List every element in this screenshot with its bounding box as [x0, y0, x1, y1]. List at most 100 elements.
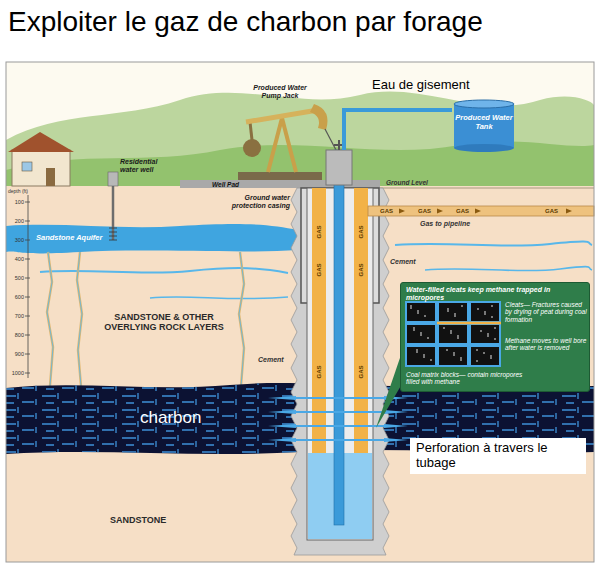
depth-axis-part	[25, 202, 30, 373]
micropore	[454, 315, 456, 317]
pump-jack-part	[268, 118, 282, 172]
fracture	[47, 252, 244, 386]
axis-number: 1000	[4, 370, 24, 376]
fracture-part	[239, 252, 244, 386]
micropore	[484, 311, 486, 313]
cleat-water	[405, 301, 501, 367]
micropore	[460, 359, 462, 361]
axis-number: 200	[4, 218, 24, 224]
coal-block	[439, 303, 467, 321]
coal-block	[471, 303, 499, 321]
callout-note: Methane moves to well bore after water i…	[505, 337, 587, 352]
micropore	[417, 312, 419, 314]
fracture-part	[47, 252, 53, 386]
title: Exploiter le gaz de charbon par forage	[8, 6, 483, 38]
hills	[6, 92, 594, 186]
micropore	[453, 354, 455, 356]
gas-pipe-part	[566, 209, 572, 214]
fracture-part	[239, 252, 244, 386]
pump-jack-part	[325, 129, 336, 150]
ground-line	[380, 188, 594, 189]
well-part	[312, 188, 326, 453]
micropore	[423, 354, 425, 356]
micropore	[450, 330, 452, 332]
micropore	[476, 349, 478, 351]
axis-number: 800	[4, 332, 24, 338]
micropore	[494, 327, 496, 329]
residential-well-part	[109, 228, 117, 240]
coal-block	[407, 303, 435, 321]
layer-label: charbon	[140, 408, 201, 428]
axis-number: 900	[4, 351, 24, 357]
house-part	[12, 150, 70, 186]
axis-number: 700	[4, 313, 24, 319]
hills-part	[6, 141, 594, 186]
pump-jack-part	[246, 110, 318, 122]
micropore	[494, 338, 496, 340]
aquifer-part	[6, 224, 298, 253]
axis-title: depth (ft)	[8, 189, 28, 195]
micropore	[460, 357, 462, 359]
coal-block	[471, 325, 499, 343]
water-pipe	[344, 110, 452, 150]
flow-label: Gas to pipeline	[420, 220, 470, 228]
micropore	[491, 305, 493, 307]
callout-note: Coal matrix blocks— contain micropores f…	[406, 371, 526, 386]
well-part	[334, 150, 344, 525]
micropore	[447, 308, 449, 310]
aquifer-part	[395, 242, 592, 246]
callout-pointer	[376, 352, 402, 428]
flow-label: GAS	[456, 208, 469, 215]
gas-pipe-part	[437, 209, 443, 214]
axis-number: 600	[4, 294, 24, 300]
micropore	[490, 357, 492, 359]
pump-jack-part	[238, 172, 322, 180]
equipment-label: Residential water well	[120, 158, 168, 174]
micropore	[430, 359, 432, 361]
pump-jack-part	[243, 139, 261, 157]
micropore	[447, 310, 449, 312]
axis-number: 100	[4, 199, 24, 205]
gas-pipe	[368, 206, 594, 216]
residential-well	[108, 172, 118, 240]
flow-label: GAS	[316, 263, 323, 276]
micropore	[413, 329, 415, 331]
micropore	[424, 315, 426, 317]
aquifer-part	[425, 267, 592, 271]
coal-block	[471, 347, 499, 365]
sky	[6, 62, 594, 562]
hills-part	[6, 92, 594, 186]
coal-block	[407, 347, 435, 365]
micropore	[410, 305, 412, 307]
micropore	[410, 307, 412, 309]
micropore	[484, 313, 486, 315]
tank-body	[454, 104, 514, 148]
micropore	[491, 316, 493, 318]
aquifer-part	[150, 297, 288, 299]
house	[8, 132, 74, 186]
pump-jack-part	[250, 122, 252, 140]
wellhead	[326, 140, 352, 185]
casing-label: Ground water protection casing	[220, 194, 290, 210]
flow-label: GAS	[316, 365, 323, 378]
micropore	[454, 313, 456, 315]
flow-label: GAS	[380, 208, 393, 215]
coal-block	[439, 325, 467, 343]
perforation-part	[296, 398, 384, 440]
frame	[6, 62, 594, 562]
layer-label: Sandstone Aquifer	[36, 234, 102, 243]
note-text: Perforation à travers le tubage	[416, 441, 580, 471]
residential-well-part	[108, 172, 118, 186]
coal-block	[439, 347, 467, 365]
layer-label: SANDSTONE	[110, 515, 166, 525]
callout-heading: Water-filled cleats keep methane trapped…	[406, 286, 586, 302]
well-part	[354, 188, 368, 453]
coal-block	[407, 325, 435, 343]
micropore	[417, 310, 419, 312]
axis-number: 500	[4, 275, 24, 281]
equipment-label: Produced Water Pump Jack	[244, 84, 316, 100]
annotation: Eau de gisement	[372, 78, 470, 93]
pump-jack	[238, 104, 336, 180]
micropore	[477, 308, 479, 310]
